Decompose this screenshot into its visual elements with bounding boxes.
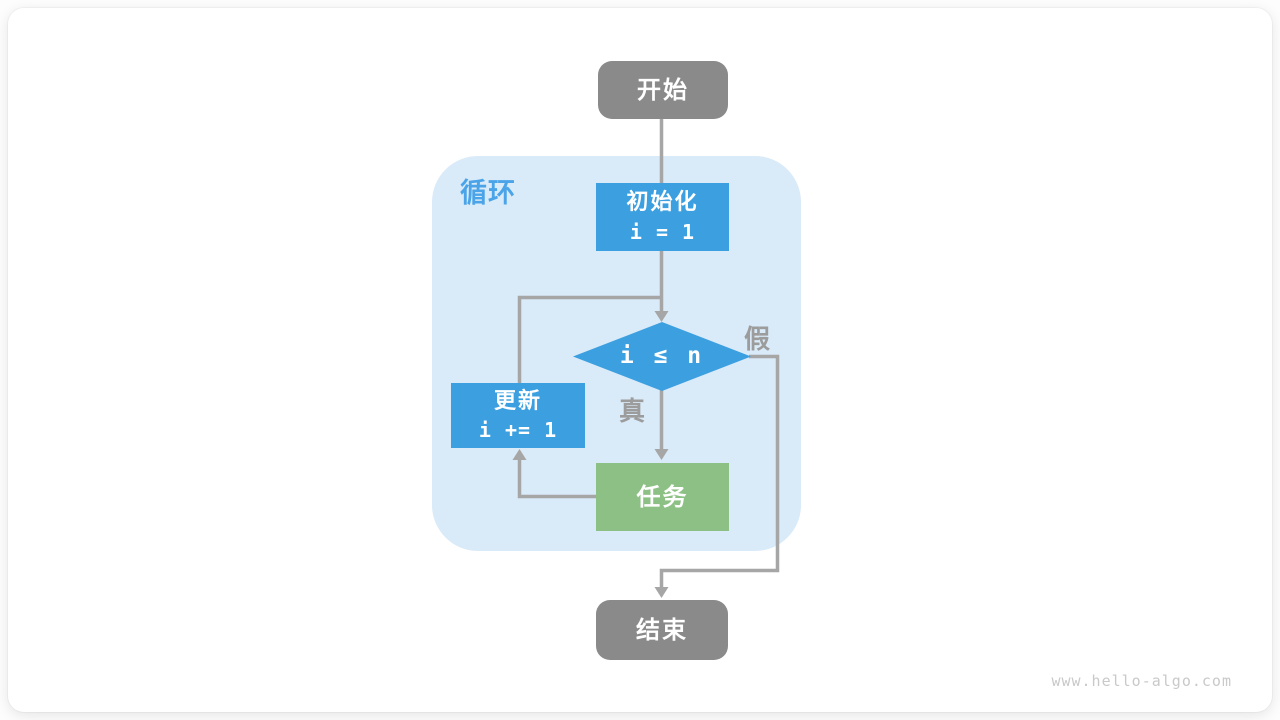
- edge-condition-to-end: [659, 354, 780, 589]
- node-update: 更新 i += 1: [451, 383, 585, 448]
- node-start-label: 开始: [637, 76, 689, 104]
- arrowhead-condition-top: [654, 311, 669, 322]
- arrowhead-end-top: [654, 587, 669, 598]
- node-task-label: 任务: [636, 483, 689, 511]
- watermark: www.hello-algo.com: [1051, 672, 1232, 690]
- node-start: 开始: [598, 61, 728, 119]
- edge-label-true: 真: [619, 397, 646, 427]
- node-init-label: 初始化: [626, 190, 699, 216]
- node-task: 任务: [596, 463, 729, 531]
- edge-label-false: 假: [744, 325, 771, 355]
- arrowhead-update-bottom: [512, 449, 527, 460]
- edges-layer: [512, 118, 780, 598]
- node-init-code: i = 1: [629, 219, 696, 244]
- node-end-label: 结束: [636, 616, 688, 644]
- edge-task-to-update: [517, 458, 597, 499]
- loop-label: 循环: [460, 178, 516, 209]
- node-end: 结束: [596, 600, 728, 660]
- edge-update-to-junction: [517, 295, 662, 384]
- arrowhead-task-top: [654, 449, 669, 460]
- node-init: 初始化 i = 1: [596, 183, 729, 251]
- node-update-label: 更新: [493, 388, 542, 414]
- node-update-code: i += 1: [478, 418, 558, 443]
- node-condition-label: i ≤ n: [619, 343, 705, 370]
- flowchart-card: 循环 开始 初始化 i = 1 i ≤: [8, 8, 1272, 712]
